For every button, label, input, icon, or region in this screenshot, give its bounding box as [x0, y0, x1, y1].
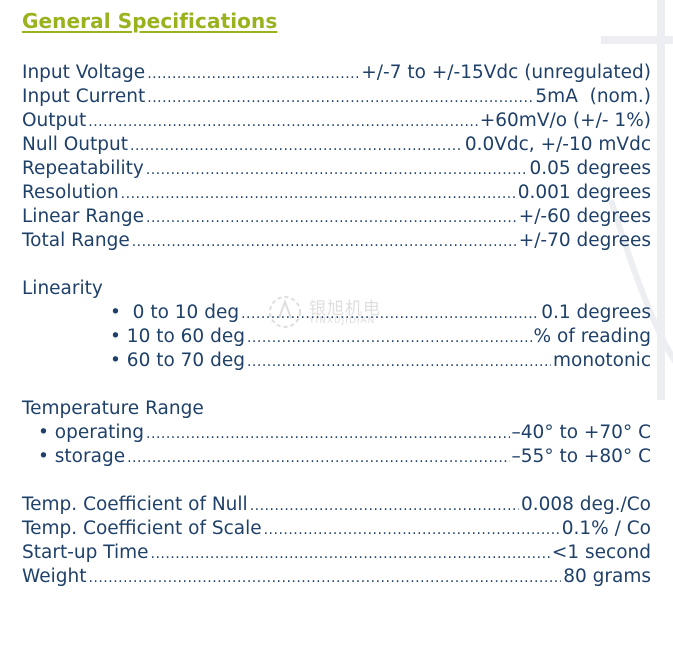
spec-row-repeatability: Repeatability 0.05 degrees [22, 157, 651, 181]
spec-value: 0.008 deg./Co [520, 494, 651, 515]
spec-label: Input Current [22, 86, 146, 107]
dot-leader [146, 422, 509, 446]
dot-leader [127, 446, 509, 470]
spec-label: Output [22, 110, 87, 131]
spec-label: • 0 to 10 deg [110, 302, 240, 323]
dot-leader [264, 518, 560, 542]
dot-leader [88, 110, 478, 134]
dot-leader [151, 542, 550, 566]
spec-row-total-range: Total Range +/-70 degrees [22, 229, 651, 253]
dot-leader [146, 158, 528, 182]
dot-leader [247, 350, 551, 374]
dot-leader [132, 230, 517, 254]
spec-value: +60mV/o (+/- 1%) [479, 110, 651, 131]
dot-leader [241, 302, 539, 326]
spec-label: Temp. Coefficient of Null [22, 494, 248, 515]
spec-value: 0.1% / Co [561, 518, 651, 539]
spec-value: 0.05 degrees [529, 158, 651, 179]
spec-value: –55° to +80° C [511, 446, 651, 467]
spec-label: Resolution [22, 182, 119, 203]
temperature-row-storage: • storage –55° to +80° C [38, 445, 651, 469]
spec-row-startup-time: Start-up Time <1 second [22, 541, 651, 565]
dot-leader [247, 326, 532, 350]
spec-label: Total Range [22, 230, 130, 251]
spec-row-temp-coefficient-null: Temp. Coefficient of Null 0.008 deg./Co [22, 493, 651, 517]
spec-label: Start-up Time [22, 542, 149, 563]
dot-leader [146, 206, 517, 230]
dot-leader [88, 566, 561, 590]
spec-label: Null Output [22, 134, 128, 155]
spec-value: +/-70 degrees [518, 230, 651, 251]
spec-label: • 60 to 70 deg [110, 350, 245, 371]
spec-value: 80 grams [563, 566, 651, 587]
spec-row-null-output: Null Output 0.0Vdc, +/-10 mVdc [22, 133, 651, 157]
dot-leader [250, 494, 519, 518]
linearity-heading: Linearity [22, 278, 103, 299]
dot-leader [121, 182, 516, 206]
spec-label: Linear Range [22, 206, 145, 227]
spec-value: +/-7 to +/-15Vdc (unregulated) [361, 62, 651, 83]
spec-value: –40° to +70° C [511, 422, 651, 443]
linearity-row: • 60 to 70 deg monotonic [110, 349, 651, 373]
spec-value: monotonic [553, 350, 651, 371]
spec-label: • 10 to 60 deg [110, 326, 245, 347]
spec-row-temp-coefficient-scale: Temp. Coefficient of Scale 0.1% / Co [22, 517, 651, 541]
spec-value: 0.0Vdc, +/-10 mVdc [464, 134, 651, 155]
dot-leader [147, 62, 359, 86]
spec-value: 5mA (nom.) [535, 86, 651, 107]
spec-row-input-current: Input Current 5mA (nom.) [22, 85, 651, 109]
spec-label: Weight [22, 566, 87, 587]
linearity-row: • 0 to 10 deg 0.1 degrees [110, 301, 651, 325]
spec-row-weight: Weight 80 grams [22, 565, 651, 589]
spec-row-input-voltage: Input Voltage +/-7 to +/-15Vdc (unregula… [22, 61, 651, 85]
page-title: General Specifications [22, 9, 278, 33]
temperature-range-heading: Temperature Range [22, 398, 204, 419]
dot-leader [130, 134, 463, 158]
spec-value: +/-60 degrees [518, 206, 651, 227]
spec-label: • storage [38, 446, 126, 467]
spec-row-linear-range: Linear Range +/-60 degrees [22, 205, 651, 229]
spec-row-resolution: Resolution 0.001 degrees [22, 181, 651, 205]
spec-label: Temp. Coefficient of Scale [22, 518, 262, 539]
spec-value: % of reading [533, 326, 651, 347]
dot-leader [147, 86, 533, 110]
linearity-row: • 10 to 60 deg % of reading [110, 325, 651, 349]
temperature-row-operating: • operating –40° to +70° C [38, 421, 651, 445]
spec-value: <1 second [551, 542, 651, 563]
spec-label: Repeatability [22, 158, 144, 179]
spec-value: 0.001 degrees [517, 182, 651, 203]
spec-value: 0.1 degrees [541, 302, 651, 323]
spec-label: • operating [38, 422, 145, 443]
spec-row-output: Output +60mV/o (+/- 1%) [22, 109, 651, 133]
spec-label: Input Voltage [22, 62, 146, 83]
